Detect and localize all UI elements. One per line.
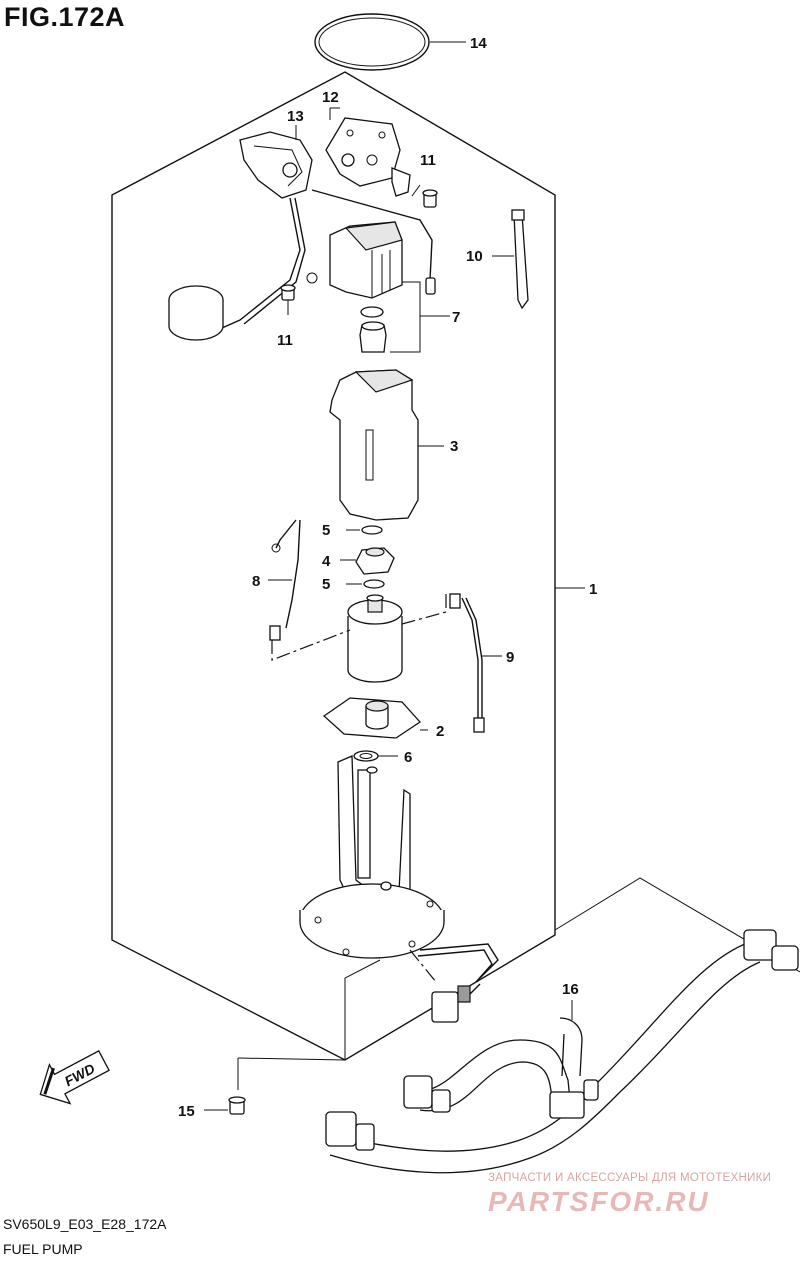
callout-14: 14 xyxy=(470,35,487,52)
part-9-wire-lead xyxy=(401,593,502,733)
part-8-wire-lead xyxy=(268,519,351,661)
callout-5-lower: 5 xyxy=(322,576,330,593)
part-15-bolt xyxy=(204,1096,246,1115)
callout-15: 15 xyxy=(178,1103,195,1120)
pump-base-plate xyxy=(299,755,499,1023)
part-3-pump-casing xyxy=(329,369,444,521)
callout-3: 3 xyxy=(450,438,458,455)
part-16-fuel-hose-assembly xyxy=(325,929,799,1174)
callout-11-lower: 11 xyxy=(277,332,293,349)
figure-title: FIG.172A xyxy=(4,2,126,32)
callout-8: 8 xyxy=(252,573,260,590)
part-2-seal xyxy=(322,697,428,739)
part-4-connector xyxy=(340,547,395,575)
part-6-washer xyxy=(353,750,398,762)
part-5-oring-lower xyxy=(346,579,385,589)
part-14-gasket xyxy=(314,13,466,71)
callout-11-upper: 11 xyxy=(420,152,436,169)
callout-16: 16 xyxy=(562,981,579,998)
callout-1: 1 xyxy=(589,581,597,598)
callout-10: 10 xyxy=(466,248,483,265)
model-code: SV650L9_E03_E28_172A xyxy=(3,1216,167,1232)
callout-13: 13 xyxy=(287,108,304,125)
watermark-tagline: ЗАПЧАСТИ И АКСЕССУАРЫ ДЛЯ МОТОТЕХНИКИ xyxy=(488,1172,772,1184)
part-12-bracket xyxy=(325,107,411,197)
assembly-outline xyxy=(111,71,556,1061)
callout-9: 9 xyxy=(506,649,514,666)
callout-5-upper: 5 xyxy=(322,522,330,539)
callout-6: 6 xyxy=(404,749,412,766)
callout-7: 7 xyxy=(452,309,460,326)
fuel-pump-motor xyxy=(347,594,403,683)
callout-4: 4 xyxy=(322,553,331,570)
part-11-screw-lower xyxy=(280,284,296,315)
part-5-oring-upper xyxy=(346,525,383,535)
part-13-level-sender xyxy=(168,125,436,341)
figure-caption: FUEL PUMP xyxy=(3,1241,83,1257)
fwd-direction-arrow: FWD xyxy=(39,1050,110,1105)
callout-12: 12 xyxy=(322,89,339,106)
part-10-cable-tie xyxy=(492,209,529,310)
part-7-filter-regulator xyxy=(329,221,450,353)
callout-2: 2 xyxy=(436,723,444,740)
part-11-screw-upper xyxy=(411,184,438,208)
watermark-brand: PARTSFOR.RU xyxy=(488,1186,710,1217)
